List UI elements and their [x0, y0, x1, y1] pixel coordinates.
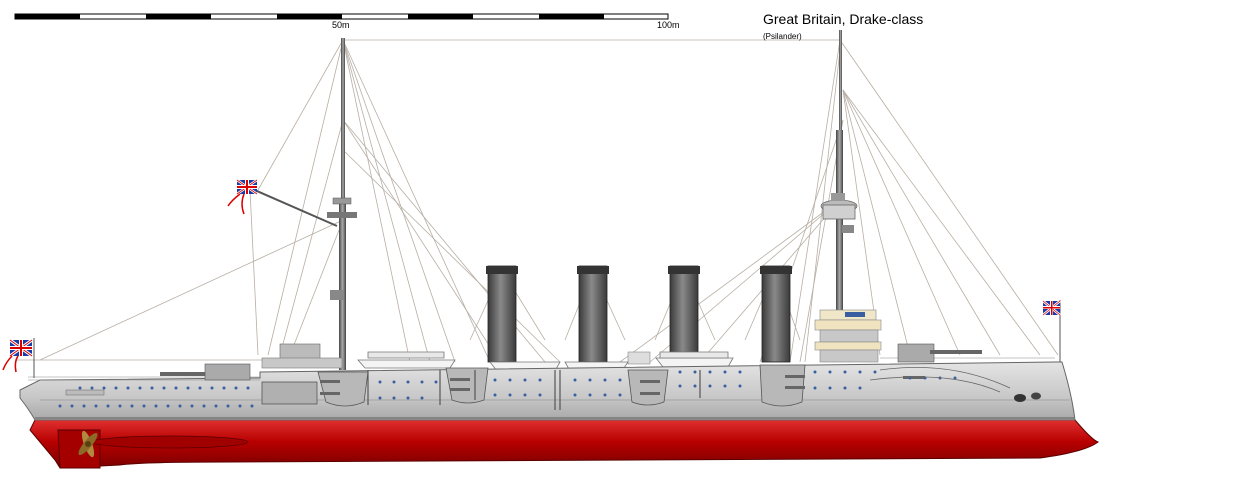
main-mast — [820, 30, 858, 310]
scale-label-50m: 50m — [332, 20, 350, 30]
fore-mast — [249, 38, 357, 370]
bridge — [261, 309, 882, 369]
scale-bar — [14, 13, 669, 20]
anchor-icon — [869, 366, 1041, 402]
hull-lower — [29, 419, 1100, 469]
guns — [160, 343, 982, 395]
union-flag-icon — [2, 178, 1061, 378]
hull-upper — [19, 361, 1076, 421]
funnels — [486, 265, 792, 363]
supports — [367, 370, 701, 410]
propeller-icon — [78, 430, 98, 458]
rigging — [15, 39, 1059, 363]
drawing-subtitle: (Psilander) — [763, 32, 802, 41]
propeller-shaft — [91, 435, 249, 449]
stern-gallery — [65, 389, 105, 396]
scale-label-100m: 100m — [657, 20, 680, 30]
drawing-title: Great Britain, Drake-class — [763, 11, 924, 27]
portholes — [58, 370, 957, 408]
